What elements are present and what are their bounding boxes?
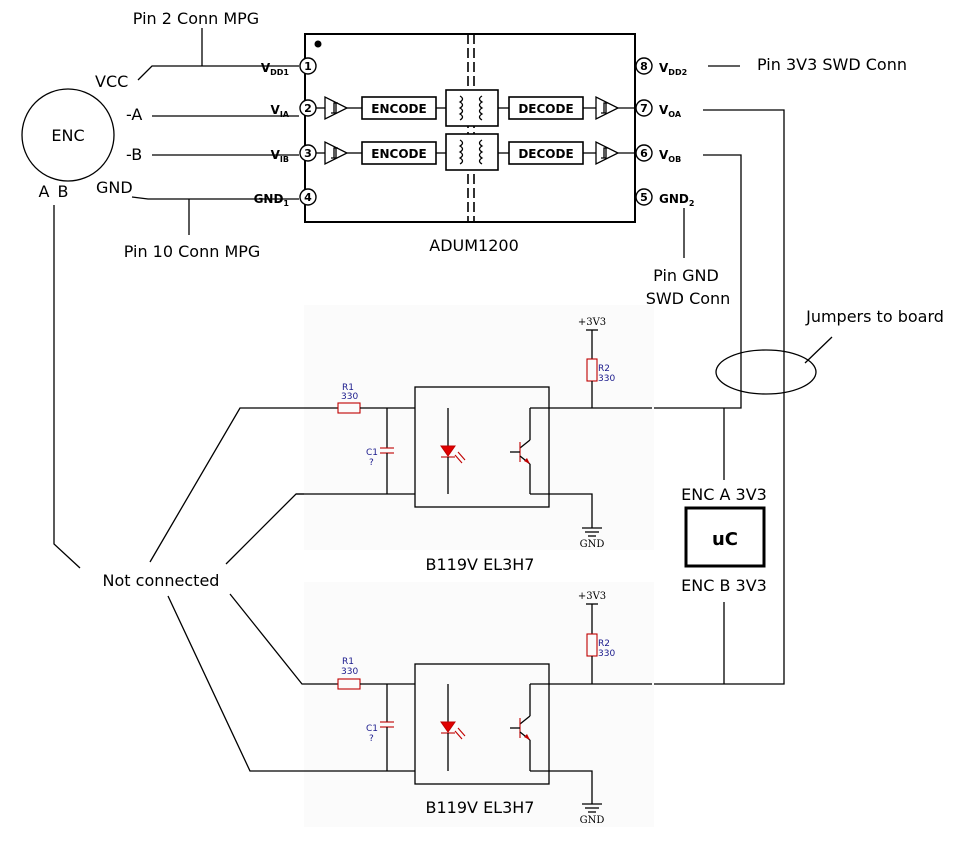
ground-bottom: GND xyxy=(580,815,605,826)
led-bottom xyxy=(440,721,456,733)
encoder-pin-a: A xyxy=(39,182,50,201)
isolator-body xyxy=(304,33,636,223)
decode-label-a: DECODE xyxy=(518,102,573,116)
opto-package-top xyxy=(414,386,550,508)
label-minus-a: -A xyxy=(126,105,142,124)
wire-vob xyxy=(652,154,742,409)
r1-top-value: 330 xyxy=(341,392,358,402)
pin-circle-4 xyxy=(299,188,317,206)
pin-label-gnd2: GND2 xyxy=(659,192,694,208)
transformer-b xyxy=(445,133,499,171)
supply-bottom: +3V3 xyxy=(578,591,606,602)
pin-label-gnd1: GND1 xyxy=(254,192,290,208)
pin-circle-1 xyxy=(299,57,317,75)
c1-top-value: ? xyxy=(369,458,374,468)
pin-label-voa: VOA xyxy=(659,103,682,119)
c1-top-name: C1 xyxy=(366,448,378,458)
supply-top: +3V3 xyxy=(578,317,606,328)
r1-top-name: R1 xyxy=(342,383,354,393)
label-pin2-conn: Pin 2 Conn MPG xyxy=(133,9,259,28)
label-minus-b: -B xyxy=(126,145,142,164)
encode-label-b: ENCODE xyxy=(371,147,426,161)
left-wires xyxy=(131,28,299,235)
label-not-connected: Not connected xyxy=(103,571,220,590)
pin-label-vdd1: VDD1 xyxy=(261,61,290,77)
wire-voa xyxy=(652,109,785,685)
label-pin-3v3-swd: Pin 3V3 SWD Conn xyxy=(757,55,907,74)
label-vcc: VCC xyxy=(95,72,128,91)
encoder: ENC A B xyxy=(21,88,115,201)
channel-a: ENCODE DECODE xyxy=(316,89,636,127)
label-pin10-conn: Pin 10 Conn MPG xyxy=(124,242,261,261)
optocoupler-top: R1 330 C1 ? R2 330 +3V3 xyxy=(296,305,654,574)
encode-label-a: ENCODE xyxy=(371,102,426,116)
isolator-name: ADUM1200 xyxy=(429,236,519,255)
pin-label-vdd2: VDD2 xyxy=(659,61,687,77)
pin-label-vib: VIB xyxy=(271,148,289,164)
mcu-box xyxy=(684,506,766,568)
jumpers-ellipse xyxy=(715,349,817,395)
pin-label-via: VIA xyxy=(271,103,290,119)
label-gnd: GND xyxy=(96,178,133,197)
encoder-pin-b: B xyxy=(58,182,69,201)
mcu: ENC A 3V3 uC ENC B 3V3 xyxy=(681,408,767,684)
pin-circle-8 xyxy=(635,57,653,75)
transformer-a xyxy=(445,89,499,127)
channel-b: ENCODE DECODE xyxy=(316,133,636,171)
c1-bottom-value: ? xyxy=(369,734,374,744)
pin-num-6: 6 xyxy=(640,147,648,160)
led-top xyxy=(440,445,456,457)
encoder-circle xyxy=(21,88,115,182)
encoder-title: ENC xyxy=(51,126,84,145)
ground-top: GND xyxy=(580,539,605,550)
pin-num-5: 5 xyxy=(640,191,648,204)
label-enc-b-3v3: ENC B 3V3 xyxy=(681,576,767,595)
r2-bottom-value: 330 xyxy=(598,649,615,659)
r2-top-name: R2 xyxy=(598,364,610,374)
isolator-chip: 1 2 3 4 8 7 6 5 VDD1 VIA VIB GND1 VDD2 V… xyxy=(254,33,694,255)
optocoupler-bottom: R1 330 C1 ? R2 330 +3V3 GND xyxy=(304,582,654,827)
mcu-label: uC xyxy=(712,529,738,550)
pin-num-4: 4 xyxy=(304,191,312,204)
r2-bottom-name: R2 xyxy=(598,639,610,649)
opto-top-title: B119V EL3H7 xyxy=(426,555,535,574)
decode-label-b: DECODE xyxy=(518,147,573,161)
label-pin-gnd-2: SWD Conn xyxy=(646,289,731,308)
label-pin-gnd-1: Pin GND xyxy=(653,266,719,285)
pin1-dot xyxy=(314,40,322,48)
c1-bottom-name: C1 xyxy=(366,724,378,734)
r1-bottom-name: R1 xyxy=(342,657,354,667)
opto-package-bottom xyxy=(414,663,550,785)
label-jumpers: Jumpers to board xyxy=(805,307,944,326)
label-enc-a-3v3: ENC A 3V3 xyxy=(681,485,767,504)
not-connected-wiring: Not connected xyxy=(53,205,304,772)
pin-num-3: 3 xyxy=(304,147,312,160)
pin-num-7: 7 xyxy=(640,102,648,115)
pin-num-2: 2 xyxy=(304,102,312,115)
pin-circle-5 xyxy=(635,188,653,206)
r1-bottom-value: 330 xyxy=(341,667,358,677)
pin-num-1: 1 xyxy=(304,60,312,73)
pin-label-vob: VOB xyxy=(659,148,681,164)
pin-num-8: 8 xyxy=(640,60,648,73)
opto-bottom-title: B119V EL3H7 xyxy=(426,798,535,817)
r2-top-value: 330 xyxy=(598,374,615,384)
